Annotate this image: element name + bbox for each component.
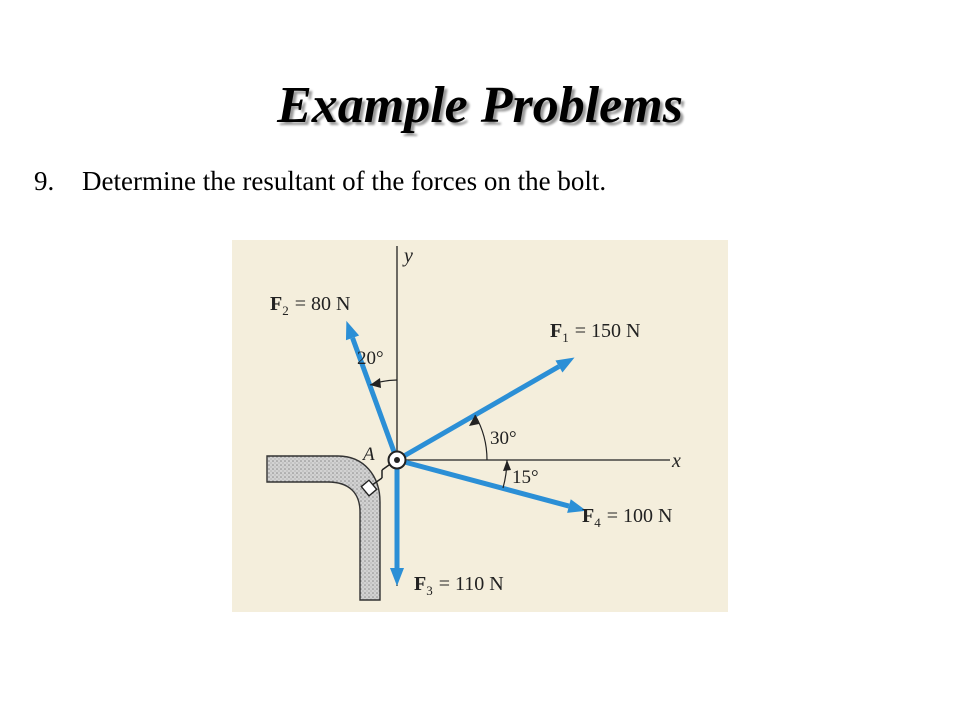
force-arrowhead-f3: [390, 568, 404, 586]
x-axis-label: x: [671, 450, 681, 472]
point-label-a: A: [361, 444, 375, 465]
slide-title: Example Problems: [277, 77, 683, 134]
force-value: = 150 N: [575, 320, 641, 342]
force-arrowhead-f4: [567, 499, 587, 513]
force-subscript: 1: [562, 330, 569, 345]
force-value: = 100 N: [607, 505, 673, 527]
force-subscript: 2: [282, 303, 289, 318]
force-vectors: [345, 320, 587, 586]
force-arrowhead-f2: [345, 320, 360, 341]
force-diagram-svg: y x A 20° 30° 15° F2= 80 N: [232, 240, 728, 612]
force-arrow-f4: [396, 457, 570, 509]
force-symbol: F: [550, 320, 562, 342]
angle-arc-f1: [474, 414, 488, 461]
force-diagram: y x A 20° 30° 15° F2= 80 N: [232, 240, 728, 612]
force-symbol: F: [270, 293, 282, 315]
force-label-f2: F2 = 80 N: [270, 293, 350, 318]
svg-text:F1= 150 N: F1 = 150 N: [550, 320, 640, 345]
force-arrowhead-f1: [555, 357, 575, 373]
svg-text:F3= 110 N: F3 = 110 N: [414, 573, 504, 598]
force-label-f1: F1 = 150 N: [550, 320, 640, 345]
angle-label-f4: 15°: [512, 467, 539, 488]
force-subscript: 4: [594, 515, 601, 530]
force-symbol: F: [414, 573, 426, 595]
problem-text: Determine the resultant of the forces on…: [82, 166, 607, 196]
svg-text:F2= 80 N: F2 = 80 N: [270, 293, 350, 318]
force-label-f4: F4 = 100 N: [582, 505, 672, 530]
angle-label-f2: 20°: [357, 348, 384, 369]
force-label-f3: F3 = 110 N: [414, 573, 504, 598]
force-arrow-f2: [350, 336, 400, 461]
force-value: = 110 N: [439, 573, 504, 595]
support-wall: [266, 455, 381, 601]
force-symbol: F: [582, 505, 594, 527]
angle-arcs: [369, 378, 511, 489]
problem-statement: 9. Determine the resultant of the forces …: [34, 166, 606, 197]
force-subscript: 3: [426, 583, 433, 598]
y-axis-label: y: [402, 245, 413, 267]
angle-label-f1: 30°: [490, 428, 517, 449]
svg-text:F4= 100 N: F4 = 100 N: [582, 505, 672, 530]
force-value: = 80 N: [295, 293, 351, 315]
force-arrow-f1: [395, 364, 561, 463]
problem-number: 9.: [34, 166, 55, 196]
bolt: [387, 450, 407, 470]
